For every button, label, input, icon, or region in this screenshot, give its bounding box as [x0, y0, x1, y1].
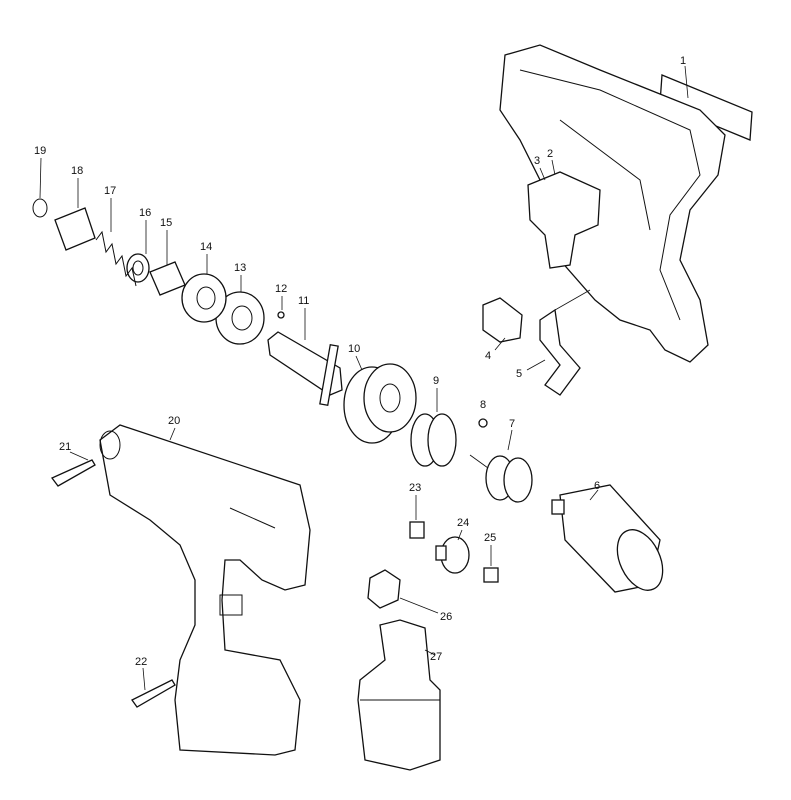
part-label-19: 19 — [34, 145, 46, 157]
part-17-spring — [95, 198, 137, 287]
part-label-17: 17 — [104, 185, 116, 197]
part-label-12: 12 — [275, 283, 287, 295]
part-label-13: 13 — [234, 262, 246, 274]
part-label-11: 11 — [298, 295, 309, 307]
part-label-7: 7 — [509, 418, 515, 430]
part-22-screw — [131, 667, 176, 708]
part-10-clutch — [343, 355, 417, 444]
part-label-22: 22 — [135, 656, 147, 668]
part-23-bushing — [409, 495, 425, 539]
part-24-gear — [435, 529, 470, 574]
part-label-9: 9 — [433, 375, 439, 387]
part-label-2: 2 — [547, 148, 553, 160]
part-label-21: 21 — [59, 441, 71, 453]
part-label-24: 24 — [457, 517, 469, 529]
part-6-motor — [551, 484, 664, 593]
part-label-27: 27 — [430, 651, 442, 663]
part-label-18: 18 — [71, 165, 83, 177]
part-label-14: 14 — [200, 241, 212, 253]
part-11-spindle — [267, 308, 343, 406]
part-label-26: 26 — [440, 611, 452, 623]
part-label-25: 25 — [484, 532, 496, 544]
part-label-4: 4 — [485, 350, 491, 362]
part-label-20: 20 — [168, 415, 180, 427]
part-8-ball — [478, 418, 488, 428]
part-7-gear-carrier — [469, 429, 533, 503]
part-16-ring — [126, 220, 150, 283]
part-15-sleeve — [149, 230, 186, 296]
part-19-retaining-ring — [32, 157, 48, 218]
part-12-ball — [277, 311, 285, 319]
part-21-screw — [50, 451, 96, 487]
part-18-sleeve — [54, 178, 96, 251]
part-label-16: 16 — [139, 207, 151, 219]
part-label-1: 1 — [680, 55, 686, 67]
part-14-washer — [181, 254, 227, 323]
part-label-5: 5 — [516, 368, 522, 380]
part-label-15: 15 — [160, 217, 172, 229]
part-4-block — [482, 297, 523, 351]
part-25-bushing — [483, 545, 499, 583]
part-label-10: 10 — [348, 343, 360, 355]
part-9-ring-gear — [410, 388, 457, 467]
part-26-terminal — [367, 569, 439, 614]
part-27-battery — [357, 619, 441, 771]
part-5-clip — [526, 289, 591, 396]
part-number-labels: 1 2 3 4 5 6 7 8 9 10 11 12 13 14 15 16 1… — [34, 55, 686, 668]
part-3-switch — [527, 167, 601, 269]
part-label-3: 3 — [534, 155, 540, 167]
part-label-23: 23 — [409, 482, 421, 494]
part-label-8: 8 — [480, 399, 486, 411]
part-20-housing — [99, 424, 311, 756]
part-label-6: 6 — [594, 480, 600, 492]
